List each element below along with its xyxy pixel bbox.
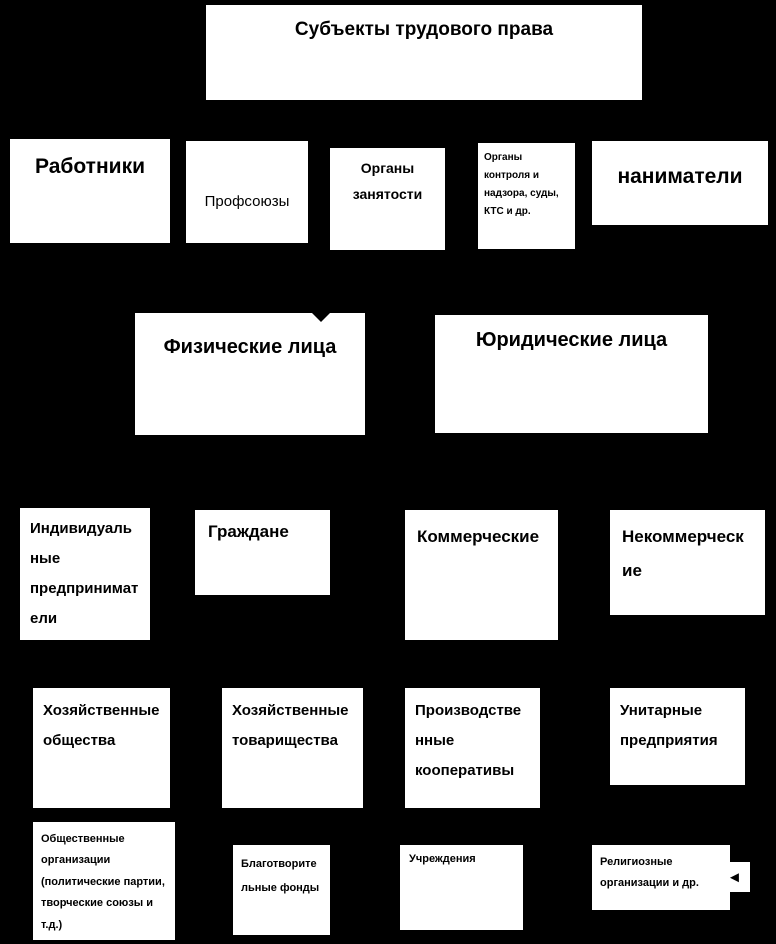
box-employers-label: наниматели [617,165,743,188]
box-control-bodies-label: Органы контроля и надзора, суды, КТС и д… [484,152,559,217]
box-business-partnerships: Хозяйственные товарищества [222,688,363,808]
religious-box-arrow-tab: ◄ [727,862,750,892]
box-non-commercial: Некоммерческие [610,510,765,615]
box-commercial-label: Коммерческие [417,527,540,546]
box-business-partnerships-label: Хозяйственные товарищества [232,702,349,749]
box-workers-label: Работники [35,155,145,178]
box-control-bodies: Органы контроля и надзора, суды, КТС и д… [478,143,575,249]
box-employers: наниматели [592,141,768,225]
box-public-organizations: Общественные организации (политические п… [33,822,175,940]
box-citizens: Граждане [195,510,330,595]
diagram-title: Субъекты трудового права [294,19,554,40]
connector-arrowhead-icon [312,313,330,322]
box-unitary-enterprises: Унитарные предприятия [610,688,745,785]
box-public-organizations-label: Общественные организации (политические п… [41,833,165,931]
box-production-cooperatives-label: Производственные кооперативы [415,702,522,779]
box-legal-entities-label: Юридические лица [475,329,668,351]
box-non-commercial-label: Некоммерческие [622,527,744,580]
box-workers: Работники [10,139,170,243]
box-unitary-enterprises-label: Унитарные предприятия [620,702,718,749]
box-legal-entities: Юридические лица [435,315,708,433]
box-charitable-foundations: Благотворительные фонды [233,845,330,935]
box-trade-unions-label: Профсоюзы [204,193,290,210]
box-physical-persons-label: Физические лица [163,336,337,358]
box-institutions-label: Учреждения [409,853,476,865]
box-individual-entrepreneurs: Индивидуальные предприниматели [20,508,150,640]
box-institutions: Учреждения [400,845,523,930]
title-box: Субъекты трудового права [206,5,642,100]
box-business-companies-label: Хозяйственные общества [43,702,160,749]
box-business-companies: Хозяйственные общества [33,688,170,808]
box-commercial: Коммерческие [405,510,558,640]
box-religious-organizations: Религиозные организации и др. [592,845,730,910]
box-trade-unions: Профсоюзы [186,141,308,243]
left-arrow-icon: ◄ [727,868,742,886]
box-physical-persons: Физические лица [135,313,365,435]
box-religious-organizations-label: Религиозные организации и др. [600,856,699,889]
box-citizens-label: Граждане [208,522,289,541]
box-production-cooperatives: Производственные кооперативы [405,688,540,808]
box-employment-bodies: Органы занятости [330,148,445,250]
box-charitable-foundations-label: Благотворительные фонды [241,858,320,895]
box-employment-bodies-label: Органы занятости [352,160,423,202]
box-individual-entrepreneurs-label: Индивидуальные предприниматели [30,520,139,627]
